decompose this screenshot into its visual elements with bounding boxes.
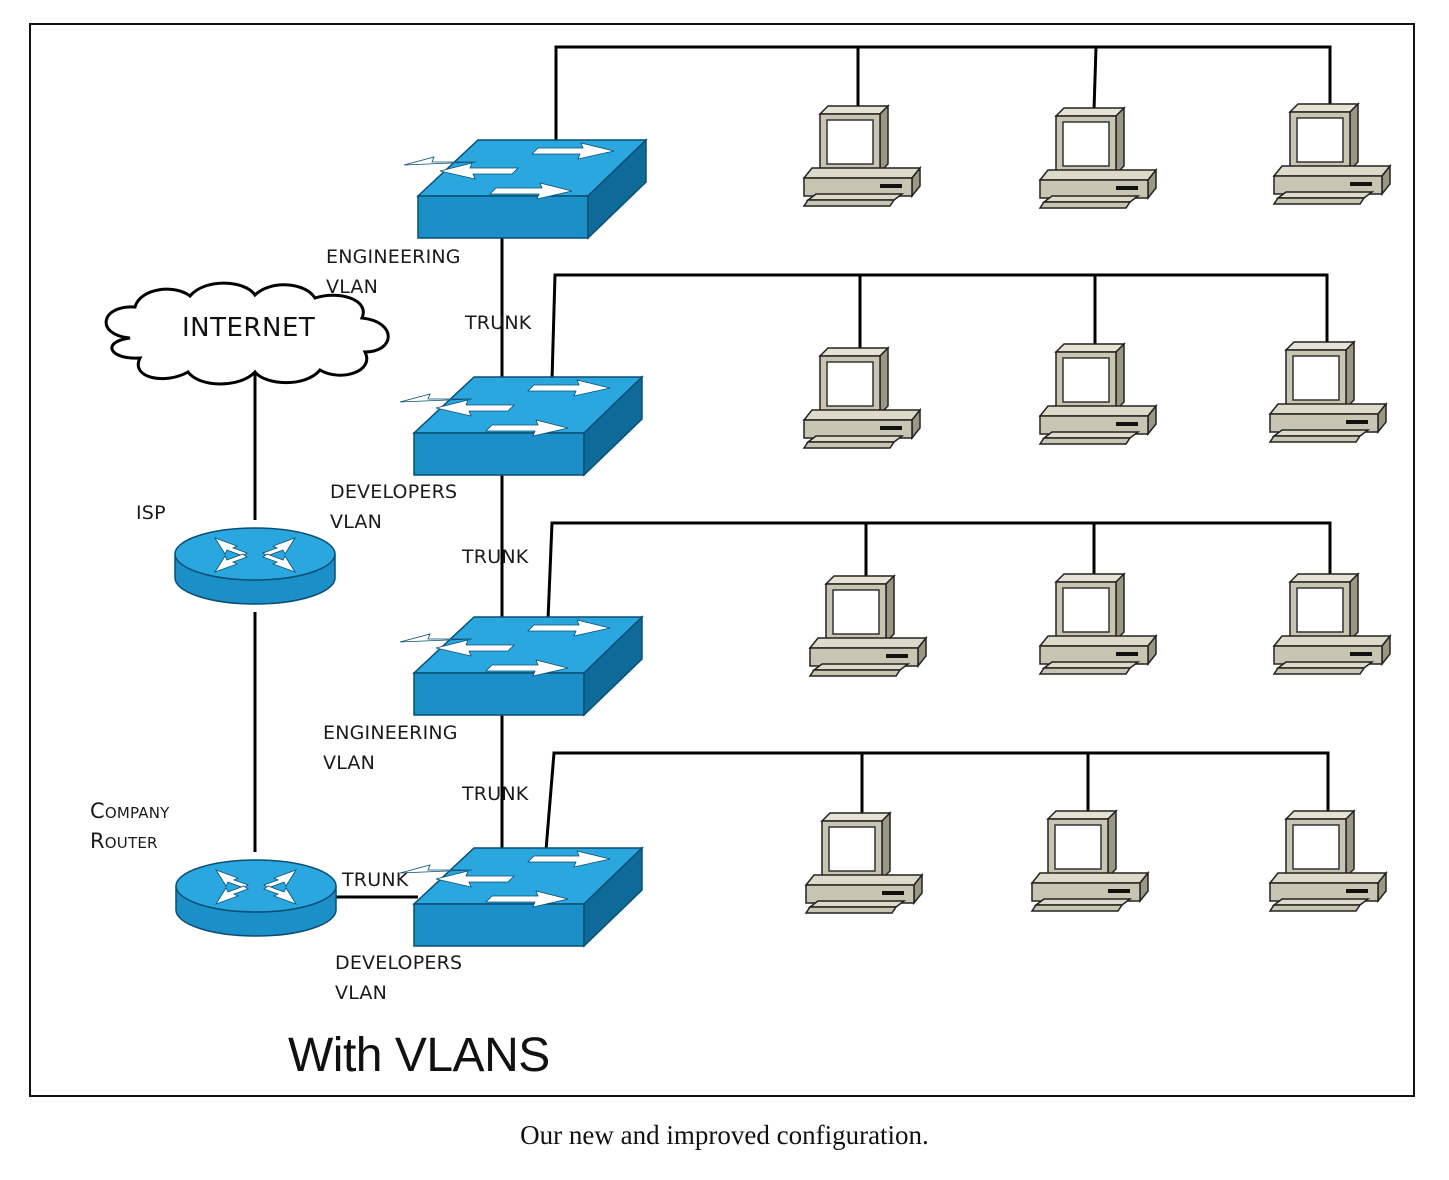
vlan-label-line2: VLAN [335, 982, 388, 1004]
computer-icon [1039, 343, 1157, 445]
vlan-label-line1: ENGINEERING [323, 722, 458, 744]
computer-icon [809, 575, 927, 677]
link-lines [253, 45, 1332, 899]
company-router-label-line2: Router [90, 829, 158, 853]
switch-icon [399, 376, 643, 476]
computer-icon [1273, 103, 1391, 205]
isp-router-icon [174, 527, 336, 605]
vlan-label-line2: VLAN [326, 276, 379, 298]
computer-icon [1039, 107, 1157, 209]
company-router-label: Company Router [90, 796, 170, 856]
vlan-label-line1: DEVELOPERS [335, 952, 463, 974]
vlan-label-line1: ENGINEERING [326, 246, 461, 268]
computer-icon [1273, 573, 1391, 675]
company-router-label-line1: Company [90, 799, 170, 823]
computer-icon [1269, 810, 1387, 912]
switch-icon [399, 847, 643, 947]
figure-caption: Our new and improved configuration. [520, 1120, 929, 1150]
vlan-label-engineering: ENGINEERING VLAN [326, 242, 461, 302]
computer-icon [1031, 810, 1149, 912]
vlan-label-engineering: ENGINEERING VLAN [323, 718, 458, 778]
company-router-icon [175, 859, 337, 937]
computer-icon [1039, 573, 1157, 675]
computer-icon [803, 105, 921, 207]
internet-cloud-icon [104, 281, 390, 386]
computer-icon [803, 347, 921, 449]
vlan-label-developers: DEVELOPERS VLAN [330, 477, 457, 537]
isp-label: ISP [136, 502, 166, 524]
trunk-label: TRUNK [462, 783, 529, 805]
diagram-title: With VLANS [288, 1029, 550, 1082]
trunk-label: TRUNK [465, 312, 532, 334]
computer-icon [1269, 341, 1387, 443]
computer-icon [805, 812, 923, 914]
switch-icon [403, 139, 647, 239]
internet-label: INTERNET [182, 313, 316, 343]
computer-group [803, 103, 1391, 914]
switch-icon [399, 616, 643, 716]
vlan-label-line2: VLAN [330, 511, 383, 533]
trunk-label: TRUNK [342, 869, 409, 891]
vlan-label-line2: VLAN [323, 752, 376, 774]
vlan-label-developers: DEVELOPERS VLAN [335, 948, 462, 1008]
vlan-label-line1: DEVELOPERS [330, 481, 458, 503]
trunk-label: TRUNK [462, 546, 529, 568]
